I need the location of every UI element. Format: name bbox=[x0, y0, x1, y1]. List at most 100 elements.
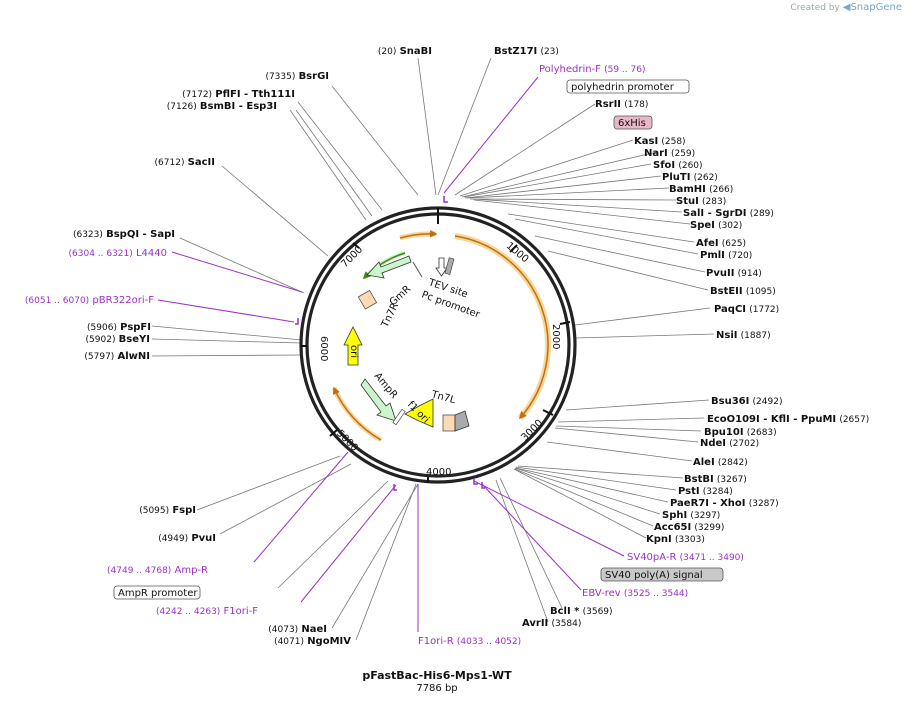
site-kpni: KpnI (3303) bbox=[646, 534, 705, 545]
site-position: (5095) bbox=[139, 506, 169, 516]
site-bsu36i: Bsu36I (2492) bbox=[711, 396, 782, 407]
site-position: (178) bbox=[624, 100, 648, 110]
credit-prefix: Created by bbox=[790, 3, 840, 13]
site-position: (914) bbox=[738, 269, 762, 279]
site-position: (262) bbox=[694, 173, 718, 183]
site-position: (283) bbox=[702, 197, 726, 207]
site-position: (625) bbox=[722, 239, 746, 249]
site-position: (4749 .. 4768) bbox=[107, 566, 171, 576]
credit-brand: SnapGene bbox=[850, 2, 902, 13]
site-name: AlwNI bbox=[118, 351, 151, 362]
site-bspqi-sapi: (6323) BspQI - SapI bbox=[73, 229, 175, 240]
site-name: BsmBI - Esp3I bbox=[200, 101, 277, 112]
site-psti: PstI (3284) bbox=[678, 486, 733, 497]
label-ori: ori bbox=[348, 345, 359, 358]
site-bsrgi: (7335) BsrGI bbox=[265, 71, 329, 82]
site-name: BstEII bbox=[710, 286, 743, 297]
site-amp-r: (4749 .. 4768) Amp-R bbox=[107, 565, 208, 576]
site-position: (3299) bbox=[694, 523, 724, 533]
site-pbr322ori-f: (6051 .. 6070) pBR322ori-F bbox=[25, 295, 154, 306]
label-tn7l: Tn7L bbox=[429, 389, 457, 406]
site-ecoo109i-kfli-ppumi: EcoO109I - KflI - PpuMI (2657) bbox=[707, 414, 869, 425]
site-name: SV40pA-R bbox=[627, 552, 676, 563]
site-position: (3569) bbox=[583, 607, 613, 617]
site-name: PspFI bbox=[120, 322, 151, 333]
ampr-promoter-box bbox=[392, 408, 406, 426]
site-name: KpnI bbox=[646, 534, 672, 545]
site-name: AleI bbox=[693, 457, 715, 468]
site-position: (2492) bbox=[753, 397, 783, 407]
site-name: PmlI bbox=[700, 250, 725, 261]
site-name: PstI bbox=[678, 486, 700, 497]
site-ampr-promoter: AmpR promoter bbox=[118, 588, 198, 599]
site-kasi: KasI (258) bbox=[634, 136, 686, 147]
orf-arc bbox=[454, 235, 549, 420]
site-pvui: (4949) PvuI bbox=[158, 533, 216, 544]
site-name: NgoMIV bbox=[307, 636, 351, 647]
gmr-arrow bbox=[366, 255, 412, 279]
site-name: SfoI bbox=[653, 160, 675, 171]
site-bseyi: (5902) BseYI bbox=[86, 334, 150, 345]
site-name: F1ori-R bbox=[418, 636, 454, 647]
site-alwni: (5797) AlwNI bbox=[84, 351, 150, 362]
site-stui: StuI (283) bbox=[676, 196, 726, 207]
site-name: SphI bbox=[662, 510, 687, 521]
tn7r-arc bbox=[399, 229, 438, 239]
snapgene-logo: ◀SnapGene bbox=[842, 2, 902, 13]
tick-small bbox=[412, 261, 423, 278]
site-position: (4949) bbox=[158, 534, 188, 544]
site-sfoi: SfoI (260) bbox=[653, 160, 703, 171]
site-bcli: BclI * (3569) bbox=[550, 606, 613, 617]
site-polyhedrin-f: Polyhedrin-F (59 .. 76) bbox=[539, 64, 645, 75]
site-name: pBR322ori-F bbox=[92, 295, 154, 306]
site-name: AvrII bbox=[522, 618, 548, 629]
site-position: (3297) bbox=[690, 511, 720, 521]
site-position: (2702) bbox=[729, 439, 759, 449]
site-position: (720) bbox=[728, 251, 752, 261]
site-pmli: PmlI (720) bbox=[700, 250, 752, 261]
site-sphi: SphI (3297) bbox=[662, 510, 720, 521]
site-name: NarI bbox=[644, 148, 668, 159]
site-name: EcoO109I - KflI - PpuMI bbox=[707, 414, 836, 425]
site-position: (6304 .. 6321) bbox=[69, 249, 133, 259]
site-name: PvuI bbox=[191, 533, 216, 544]
site-box-polyhedrin-promoter bbox=[566, 79, 690, 94]
site-ebv-rev: EBV-rev (3525 .. 3544) bbox=[582, 588, 688, 599]
site-position: (5902) bbox=[86, 335, 116, 345]
ampr-arc bbox=[333, 386, 382, 441]
site-position: (259) bbox=[671, 149, 695, 159]
tick-3000: 3000 bbox=[520, 418, 546, 444]
inner-features bbox=[343, 255, 470, 432]
site-name: BstBI bbox=[684, 474, 714, 485]
gmr-arc bbox=[362, 252, 406, 280]
site-name: BspQI - SapI bbox=[106, 229, 175, 240]
site-name: BamHI bbox=[669, 184, 706, 195]
site-name: Polyhedrin-F bbox=[539, 64, 601, 75]
site-nari: NarI (259) bbox=[644, 148, 695, 159]
site-name: SnaBI bbox=[400, 46, 432, 57]
site-sali-sgrdi: SalI - SgrDI (289) bbox=[683, 208, 774, 219]
site-name: BsrGI bbox=[299, 71, 329, 82]
site-position: (7335) bbox=[265, 72, 295, 82]
site-position: (3584) bbox=[551, 619, 581, 629]
site-position: (59 .. 76) bbox=[604, 65, 645, 75]
site-bstbi: BstBI (3267) bbox=[684, 474, 747, 485]
site-name: SalI - SgrDI bbox=[683, 208, 747, 219]
f1-ori-arrow bbox=[404, 398, 434, 428]
site-name: Bpu10I bbox=[704, 427, 744, 438]
site-bamhi: BamHI (266) bbox=[669, 184, 733, 195]
site-fspi: (5095) FspI bbox=[139, 505, 196, 516]
site-name: SpeI bbox=[690, 220, 715, 231]
site-position: (3471 .. 3490) bbox=[680, 553, 744, 563]
orf-arc-highlight bbox=[454, 233, 551, 420]
site-position: (289) bbox=[750, 209, 774, 219]
site-position: (4073) bbox=[268, 625, 298, 635]
site-acc65i: Acc65I (3299) bbox=[654, 522, 724, 533]
site-position: (6323) bbox=[73, 230, 103, 240]
primer-leaders bbox=[157, 76, 625, 632]
site-bpu10i: Bpu10I (2683) bbox=[704, 427, 777, 438]
site-naei: (4073) NaeI bbox=[268, 624, 327, 635]
site-name: PaeR7I - XhoI bbox=[670, 498, 746, 509]
site-position: (5797) bbox=[84, 352, 114, 362]
